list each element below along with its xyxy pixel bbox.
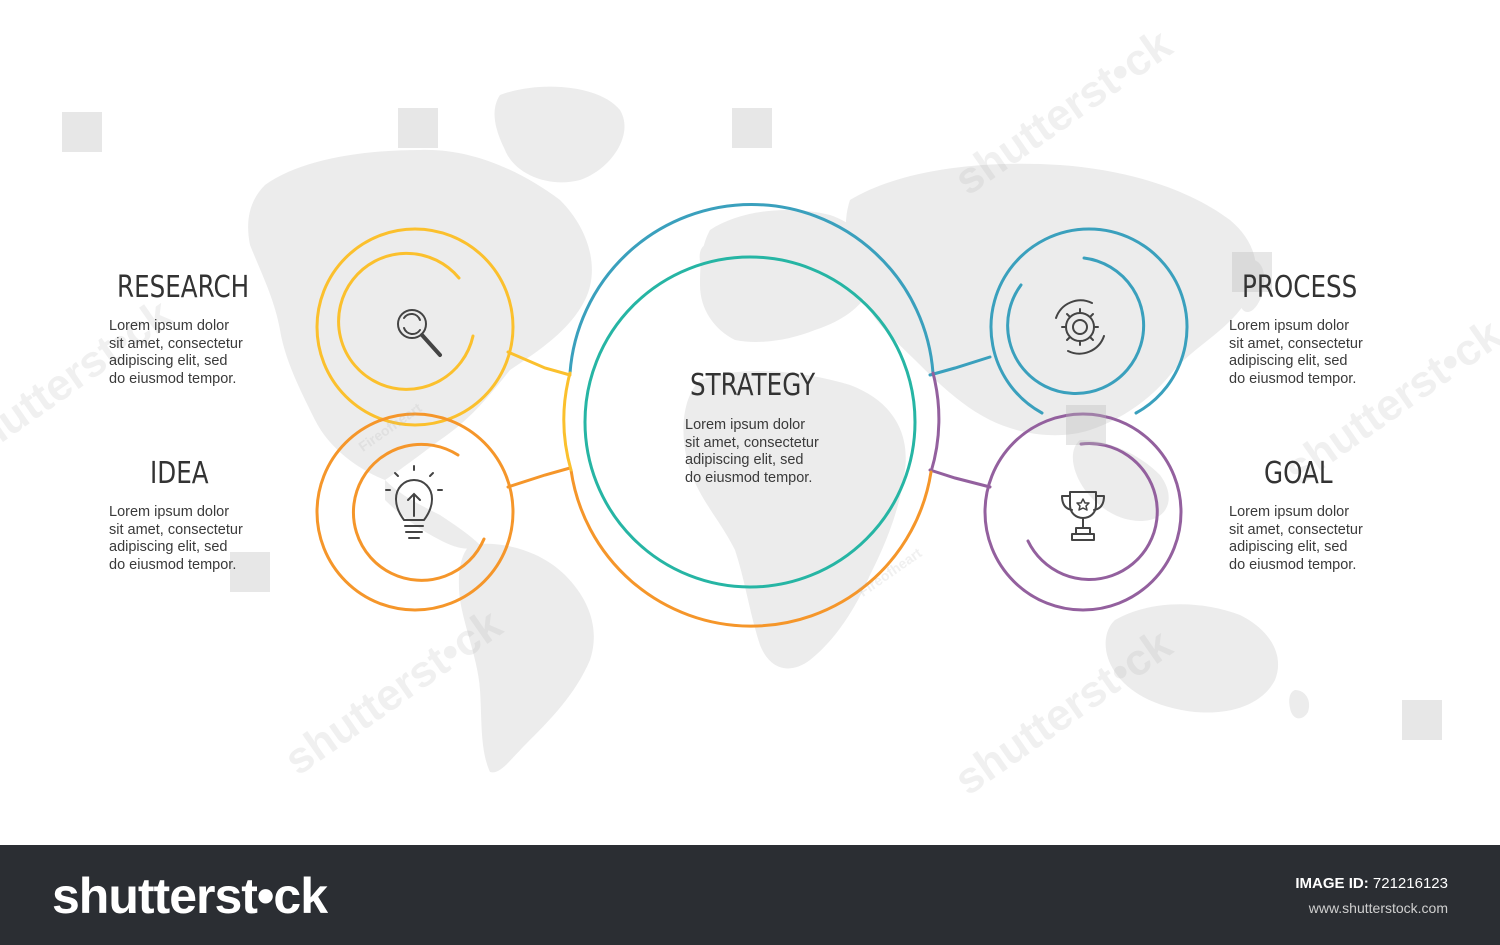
- greenland-shape: [494, 86, 625, 183]
- watermark-box: [230, 552, 270, 592]
- idea-rings: [315, 412, 515, 612]
- watermark-box: [398, 108, 438, 148]
- process-inner-arc: [1006, 256, 1146, 395]
- research-outer-ring: [315, 227, 515, 427]
- process-outer-arc: [989, 227, 1189, 415]
- infographic-canvas: shutterst•ck shutterst•ck shutterst•ck s…: [0, 20, 1500, 805]
- strategy-title: STRATEGY: [690, 368, 816, 403]
- footer-url: www.shutterstock.com: [1308, 900, 1448, 916]
- process-rings: [989, 227, 1189, 415]
- strategy-ring-blue-arc: [568, 203, 935, 375]
- africa-shape: [683, 370, 906, 669]
- strategy-ring-purple-arc: [929, 371, 941, 474]
- watermark-box: [1066, 405, 1106, 445]
- connector-process: [928, 355, 992, 377]
- idea-title: IDEA: [150, 456, 209, 491]
- research-title: RESEARCH: [117, 270, 250, 305]
- asia-shape: [845, 163, 1257, 436]
- australia-shape: [1105, 604, 1279, 713]
- goal-rings: [983, 412, 1183, 612]
- process-title: PROCESS: [1242, 270, 1358, 305]
- goal-inner-arc: [1026, 442, 1159, 581]
- strategy-ring-yellow-arc: [562, 371, 573, 472]
- trophy-icon: [1061, 491, 1105, 541]
- connectors: [506, 350, 992, 489]
- image-id-label: IMAGE ID:: [1295, 875, 1369, 892]
- watermark-box: [1232, 252, 1272, 292]
- research-rings: [315, 227, 515, 427]
- goal-text: Lorem ipsum dolor sit amet, consectetur …: [1229, 504, 1363, 573]
- idea-text: Lorem ipsum dolor sit amet, consectetur …: [109, 504, 243, 573]
- strategy-inner-ring: [583, 255, 917, 589]
- shutterstock-logo: shutterst•ck: [52, 868, 328, 924]
- research-inner-arc: [337, 251, 475, 391]
- europe-shape: [700, 210, 876, 342]
- connector-goal: [928, 468, 992, 489]
- north-america-shape: [248, 149, 592, 480]
- goal-outer-ring: [983, 412, 1183, 612]
- new-zealand-shape: [1289, 690, 1310, 719]
- process-text: Lorem ipsum dolor sit amet, consectetur …: [1229, 318, 1363, 387]
- world-map-background: [248, 86, 1310, 773]
- watermark-box: [732, 108, 772, 148]
- japan-shape: [1238, 259, 1265, 313]
- diagram-svg: [248, 86, 1310, 773]
- lightbulb-icon: [385, 465, 443, 539]
- central-america-shape: [385, 480, 480, 549]
- goal-title: GOAL: [1264, 456, 1333, 491]
- idea-inner-arc: [352, 442, 486, 582]
- watermark-box: [62, 112, 102, 152]
- strategy-text: Lorem ipsum dolor sit amet, consectetur …: [685, 417, 819, 486]
- connector-idea: [506, 466, 572, 489]
- strategy-outer-ring: [562, 203, 941, 628]
- gear-icon: [1055, 299, 1105, 355]
- search-refresh-icon: [397, 309, 442, 357]
- strategy-ring-orange-arc: [569, 468, 933, 628]
- watermark-box: [1402, 700, 1442, 740]
- south-america-shape: [458, 543, 594, 773]
- uk-shape: [699, 243, 720, 272]
- image-id: IMAGE ID: 721216123: [1295, 875, 1448, 892]
- idea-outer-ring-full: [315, 412, 515, 612]
- image-id-value: 721216123: [1372, 875, 1448, 892]
- footer-bar: shutterst•ck IMAGE ID: 721216123 www.shu…: [0, 845, 1500, 945]
- research-text: Lorem ipsum dolor sit amet, consectetur …: [109, 318, 243, 387]
- connector-research: [506, 350, 572, 377]
